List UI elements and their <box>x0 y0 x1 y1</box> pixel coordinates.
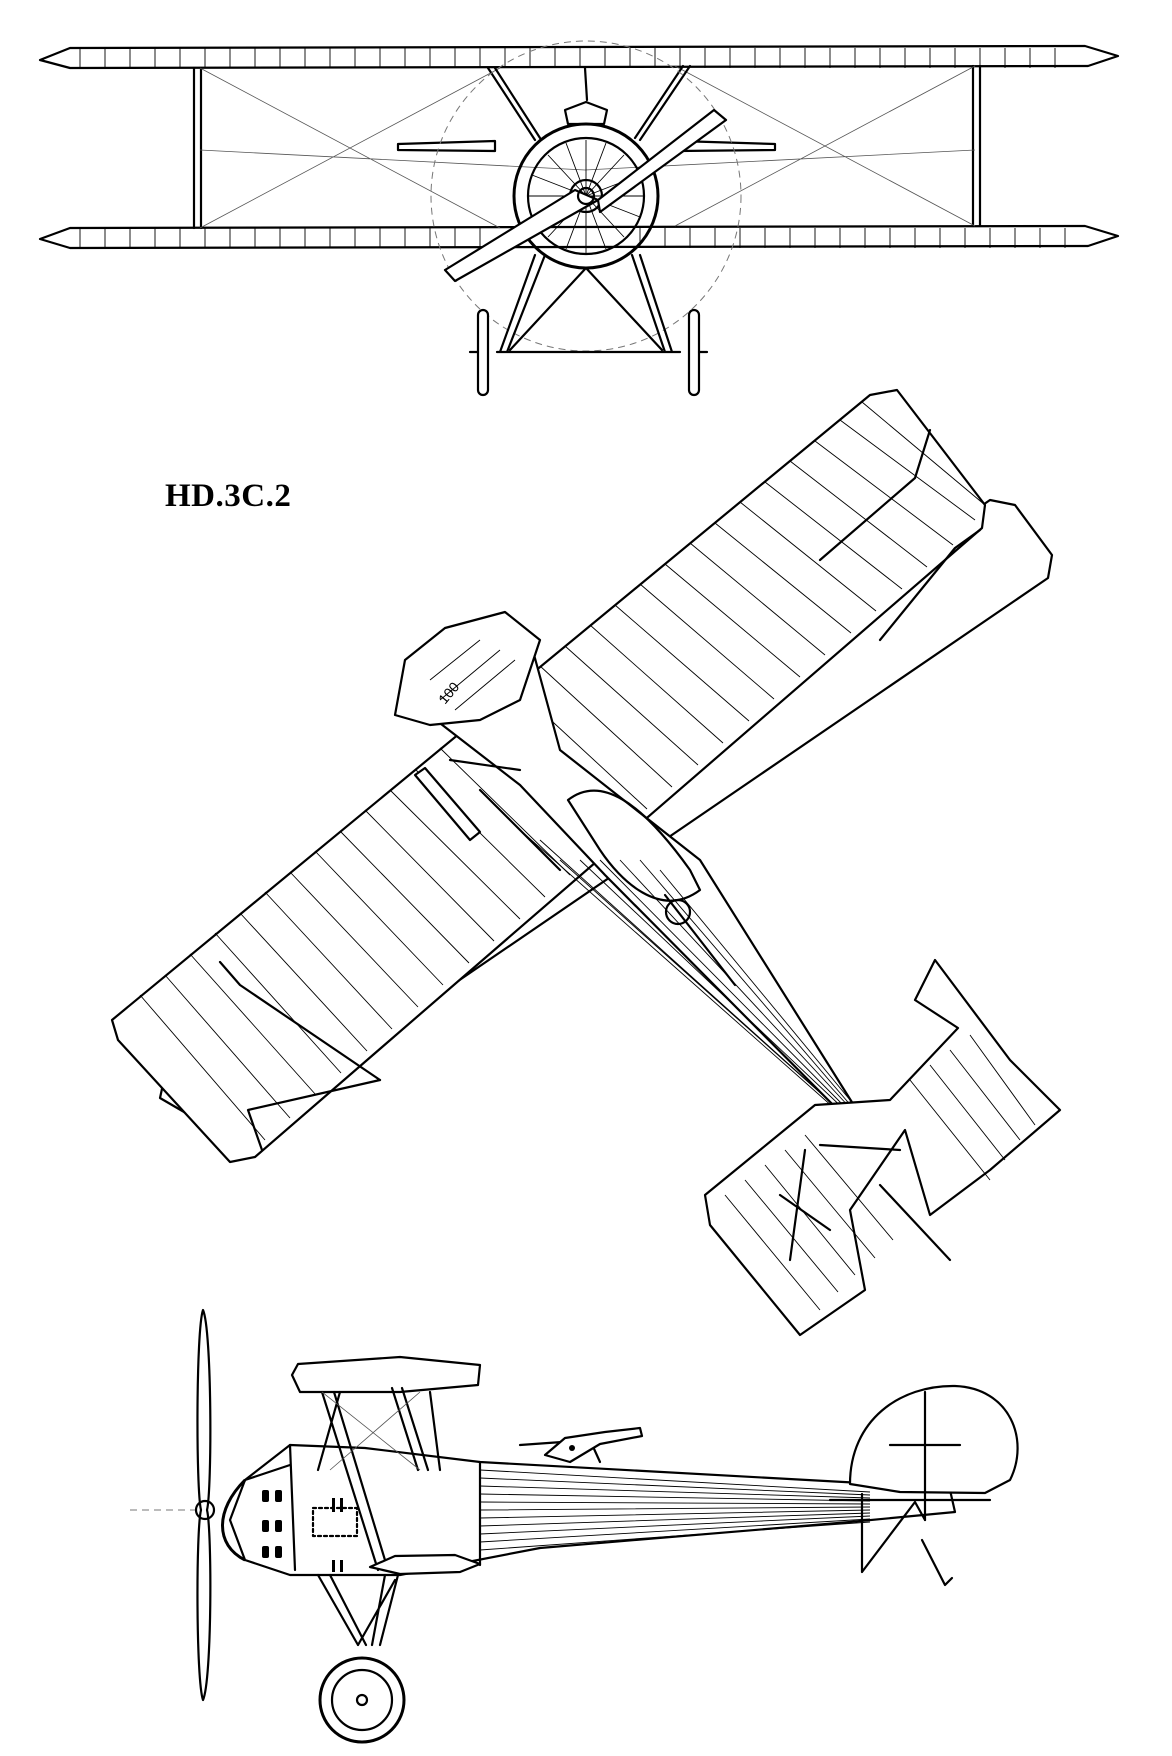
side-fin-rudder <box>848 1384 1019 1495</box>
front-view <box>38 40 1120 397</box>
side-wheel <box>318 1656 406 1744</box>
front-right-wheel <box>687 308 701 397</box>
side-fuselage <box>228 1443 957 1577</box>
plan-view: 100 <box>110 388 1062 1337</box>
plan-propeller <box>413 766 482 842</box>
side-lower-wing <box>368 1553 482 1576</box>
front-left-wheel <box>476 308 490 397</box>
aircraft-designation-label: HD.3C.2 <box>165 478 292 514</box>
side-upper-wing <box>290 1355 482 1394</box>
plan-engine <box>393 610 542 727</box>
front-propeller <box>443 108 728 283</box>
side-propeller <box>196 1308 212 1702</box>
front-lower-wing <box>38 224 1120 250</box>
front-upper-wing <box>38 44 1120 70</box>
side-view <box>130 1308 1019 1744</box>
plan-tailplane <box>703 958 1062 1337</box>
plan-cockpit <box>566 789 702 902</box>
